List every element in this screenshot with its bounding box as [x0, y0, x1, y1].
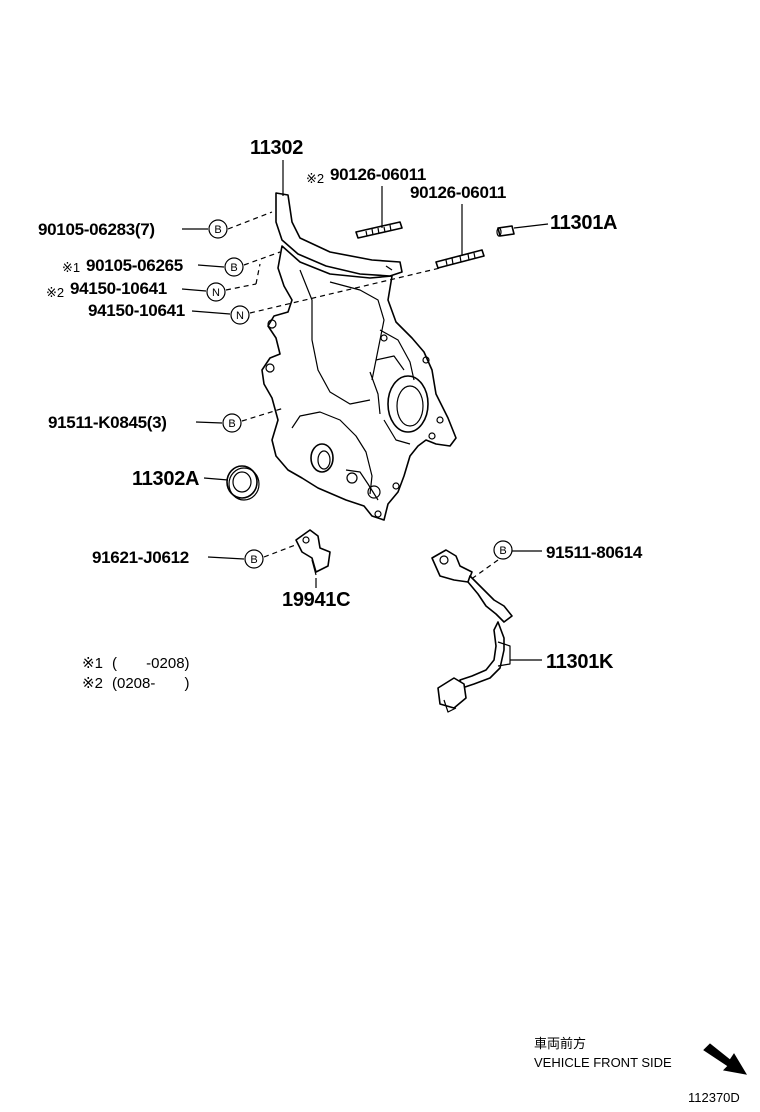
label-94150-b: 94150-10641 [88, 301, 185, 320]
svg-text:B: B [230, 262, 237, 274]
callout-b-90105-06265: B [224, 257, 244, 277]
note-1-mark: ※1 [82, 655, 103, 672]
front-arrow-icon [703, 1043, 747, 1075]
svg-text:B: B [250, 554, 257, 566]
callout-b-90105-06283: B [208, 219, 228, 239]
notes: ※1 ( -0208) ※2 (0208- ) [82, 655, 190, 692]
callout-b-91621-j0612: B [244, 549, 264, 569]
bracket [295, 529, 331, 576]
label-91621-j0612: 91621-J0612 [92, 548, 189, 567]
svg-text:B: B [228, 418, 235, 430]
label-90126-b: 90126-06011 [410, 183, 506, 202]
direction-en: VEHICLE FRONT SIDE [534, 1055, 672, 1070]
label-90105-06265: 90105-06265 [86, 256, 183, 275]
callout-b-91511-k0845: B [222, 413, 242, 433]
mark-90126-a: ※2 [306, 171, 324, 186]
callout-b-91511-80614: B [493, 540, 513, 560]
label-91511-k0845: 91511-K0845(3) [48, 413, 167, 432]
oil-seal [226, 465, 260, 501]
label-91511-80614: 91511-80614 [546, 543, 643, 562]
label-11301a: 11301A [550, 212, 617, 234]
svg-text:B: B [214, 224, 221, 236]
vehicle-front-indicator: 車両前方 VEHICLE FRONT SIDE [534, 1036, 747, 1075]
direction-jp: 車両前方 [534, 1036, 586, 1051]
callout-n-94150-a: N [206, 282, 226, 302]
svg-text:N: N [212, 287, 220, 299]
note-2-text: (0208- ) [112, 675, 190, 692]
label-90126-a: 90126-06011 [330, 165, 426, 184]
stud-bolt-1 [355, 221, 403, 239]
svg-text:N: N [236, 310, 244, 322]
mark-94150-a: ※2 [46, 285, 64, 300]
note-2-mark: ※2 [82, 675, 103, 692]
figure-id: 112370D [688, 1090, 740, 1105]
svg-text:B: B [499, 545, 506, 557]
timing-chain-cover [261, 192, 457, 521]
label-11302: 11302 [250, 137, 303, 159]
note-1-text: ( -0208) [112, 655, 190, 672]
label-11301k: 11301K [546, 651, 614, 673]
label-90105-06283: 90105-06283(7) [38, 220, 155, 239]
leader-lines [181, 160, 549, 661]
label-11302a: 11302A [132, 468, 199, 490]
label-94150-a: 94150-10641 [70, 279, 167, 298]
stud-bolt-2 [435, 249, 485, 269]
mark-90105-06265: ※1 [62, 260, 80, 275]
callout-n-94150-b: N [230, 305, 250, 325]
label-19941c: 19941C [282, 589, 350, 611]
dowel-pin [496, 225, 515, 237]
crank-position-sensor [431, 549, 513, 713]
